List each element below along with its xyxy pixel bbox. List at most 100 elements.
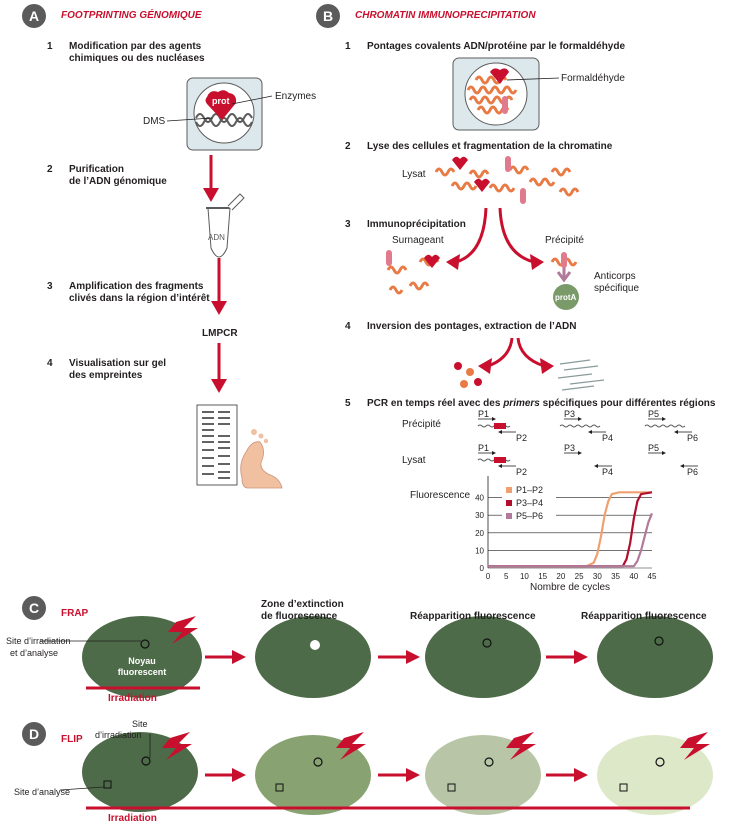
b-formaldehyde-label: Formaldéhyde — [561, 73, 625, 84]
c-reappear-label-2: Réapparition fluorescence — [581, 611, 707, 622]
d-bolt-4-icon — [680, 732, 710, 760]
b-step5-post: spécifiques pour différentes régions — [539, 398, 716, 409]
b-step5-num: 5 — [345, 398, 351, 409]
primer-p5-bot: P5 — [648, 443, 660, 453]
chart-y-tick-0: 0 — [480, 564, 485, 573]
primer-p6-top: P6 — [687, 433, 699, 443]
d-site-label-2: d’irradiation — [95, 730, 142, 740]
c-site-3 — [482, 638, 492, 648]
d-cell-4 — [597, 735, 713, 815]
a-dms-label: DMS — [143, 116, 166, 127]
b-step5-pre: PCR en temps réel avec des — [367, 398, 504, 409]
b-lysate-prot-1 — [452, 156, 468, 170]
b-step1-num: 1 — [345, 41, 351, 52]
c-noyau-label: Noyau — [128, 656, 156, 666]
a-tube-cap — [227, 193, 245, 211]
b-lysate-pink-1 — [505, 156, 511, 172]
c-site-label-2: et d’analyse — [10, 648, 59, 658]
b-step3-num: 3 — [345, 219, 351, 230]
b-debris-3 — [460, 380, 468, 388]
panel-b-title: CHROMATIN IMMUNOPRECIPITATION — [355, 10, 536, 21]
d-irradiation-label: Irradiation — [108, 813, 157, 824]
b-surnageant-label: Surnageant — [392, 235, 444, 246]
primer-p3-bot: P3 — [564, 443, 576, 453]
b-step2-num: 2 — [345, 141, 351, 152]
b-step4-left-head — [478, 358, 492, 374]
b-row-precipite: Précipité — [402, 419, 441, 430]
c-zone-label-2: de fluorescence — [261, 611, 338, 622]
b-split-left-head — [446, 254, 460, 270]
chart-x-tick-0: 0 — [486, 572, 491, 581]
chart-x-tick-25: 25 — [575, 572, 584, 581]
b-step4-num: 4 — [345, 321, 351, 332]
c-cell-1 — [82, 616, 202, 698]
chart-ylabel: Fluorescence — [410, 490, 471, 501]
b-split-right — [498, 207, 535, 264]
a-arrow-2-head — [211, 301, 227, 315]
c-arrow-3-head — [574, 650, 588, 664]
chart-legend-swatch-1 — [506, 487, 512, 493]
c-arrow-1-head — [232, 650, 246, 664]
chart-x-tick-20: 20 — [556, 572, 565, 581]
chart-legend-label-3: P5–P6 — [516, 511, 543, 521]
b-lysate-fragments — [434, 165, 580, 197]
primer-p1-bot: P1 — [478, 443, 490, 453]
c-arrow-2-head — [406, 650, 420, 664]
c-irradiation-label: Irradiation — [108, 693, 157, 704]
primer-p3-top: P3 — [564, 409, 576, 419]
a-arrow-1-head — [203, 188, 219, 202]
a-enzymes-leader — [231, 95, 273, 105]
a-prot-label: prot — [212, 96, 230, 106]
c-site-1 — [140, 639, 150, 649]
c-bolt-icon — [168, 616, 198, 644]
a-lmpcr-label: LMPCR — [202, 328, 238, 339]
a-step1-line2: chimiques ou des nucléases — [69, 53, 205, 64]
b-split-left — [455, 207, 488, 264]
a-step3-line1: Amplification des fragments — [69, 281, 204, 292]
b-precip-pink — [561, 252, 567, 268]
chart-legend-swatch-2 — [506, 500, 512, 506]
primer-p2-bot: P2 — [516, 467, 528, 477]
chart-legend-label-1: P1–P2 — [516, 485, 543, 495]
c-reappear-label-1: Réapparition fluorescence — [410, 611, 536, 622]
b-proteinA-bead — [553, 284, 579, 310]
d-cell-2 — [255, 735, 371, 815]
panel-c-name: FRAP — [61, 608, 89, 619]
primer-p2-top: P2 — [516, 433, 528, 443]
b-super-pink — [386, 250, 392, 266]
b-split-right-head — [530, 254, 544, 270]
primer-p4-bot: P4 — [602, 467, 614, 477]
chart-legend-label-2: P3–P4 — [516, 498, 543, 508]
c-cell-4 — [597, 616, 713, 698]
a-step4-num: 4 — [47, 358, 53, 369]
b-free-dna — [557, 359, 605, 391]
chart-y-tick-10: 10 — [475, 546, 484, 555]
d-cell-1 — [82, 732, 198, 812]
a-enzymes-label: Enzymes — [275, 91, 317, 102]
chart-x-tick-10: 10 — [520, 572, 529, 581]
a-dna-strand-2 — [195, 117, 253, 127]
a-tube — [207, 207, 231, 258]
d-site-label-1: Site — [132, 719, 148, 729]
b-anticorps-label: Anticorps — [594, 271, 636, 282]
d-analyse-label: Site d’analyse — [14, 787, 71, 797]
b-step5-em: primers — [503, 398, 540, 409]
primer-p6-bot: P6 — [687, 467, 699, 477]
b-super-prot — [424, 254, 440, 268]
a-step3-line2: clivés dans la région d’intérêt — [69, 293, 210, 304]
d-arrow-1-head — [232, 768, 246, 782]
chart-series-3 — [488, 512, 654, 568]
d-analyse-4 — [619, 783, 628, 792]
d-site-1 — [141, 756, 151, 766]
a-dms-leader — [166, 117, 213, 122]
b-row-lysat: Lysat — [402, 455, 426, 466]
a-step1-line1: Modification par des agents — [69, 41, 202, 52]
primer-p1-top: P1 — [478, 409, 490, 419]
c-bleached-spot — [310, 640, 320, 650]
chart-x-tick-5: 5 — [504, 572, 509, 581]
b-protA-label: protA — [555, 293, 577, 302]
chart-x-tick-15: 15 — [538, 572, 547, 581]
d-site-3 — [484, 757, 494, 767]
